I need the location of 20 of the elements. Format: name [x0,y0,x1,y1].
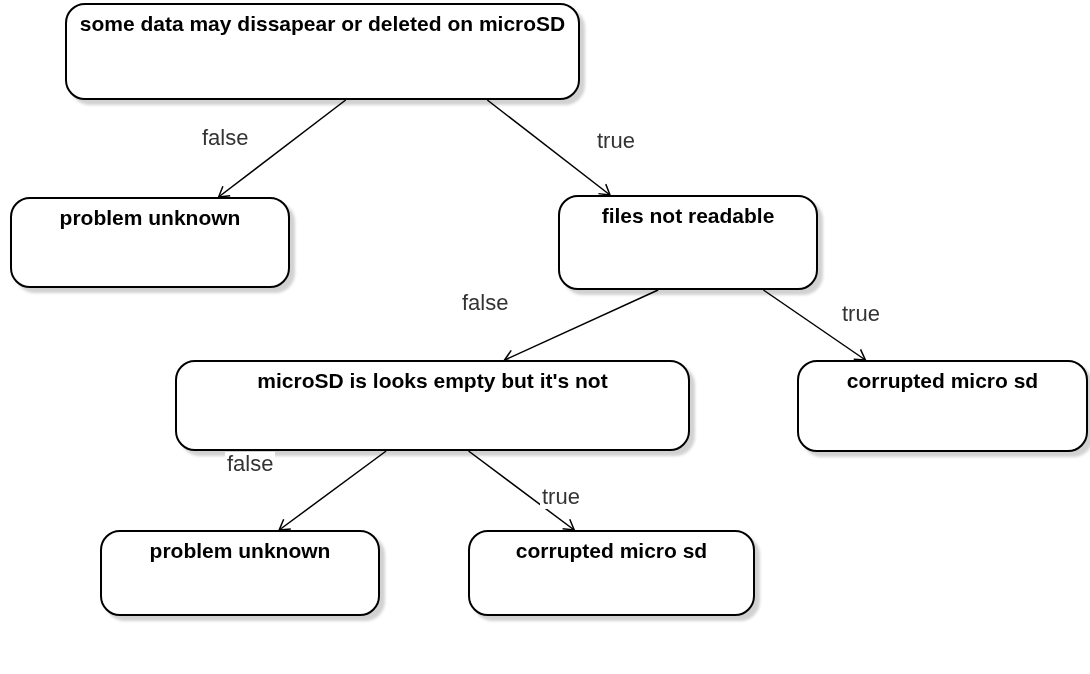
process-box [468,530,755,616]
arrow [762,289,867,361]
arrow [486,99,611,196]
node-text: microSD is looks empty but it's not [256,368,609,394]
process-box [175,360,690,451]
node-text: problem unknown [148,538,332,564]
arrow [467,450,575,531]
node-text: corrupted micro sd [845,368,1040,394]
arrow [217,99,347,198]
process-box [65,3,580,100]
node-text: problem unknown [58,205,242,231]
process-box [558,195,818,290]
process-box [100,530,380,616]
process-box [10,197,290,288]
arrow [278,450,387,531]
process-box [797,360,1088,452]
node-text: corrupted micro sd [514,538,709,564]
node-text: files not readable [600,203,776,229]
arrow [503,289,659,363]
node-text: some data may dissapear or deleted on microSD [78,11,567,37]
